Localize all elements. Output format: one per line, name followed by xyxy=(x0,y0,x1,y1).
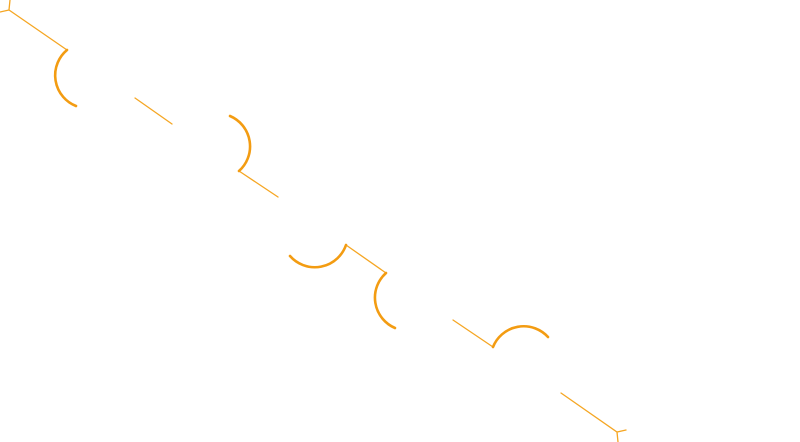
arc-segment xyxy=(288,243,348,269)
arc-segment xyxy=(53,48,78,108)
line-segment xyxy=(452,319,494,348)
arc-segments xyxy=(53,48,550,349)
arc-segment xyxy=(228,114,252,173)
arc-segment xyxy=(491,324,550,349)
line-segment xyxy=(134,97,173,125)
line-segment xyxy=(238,170,279,198)
line-segments xyxy=(0,0,627,442)
start-fork-line xyxy=(0,0,68,51)
end-fork-line xyxy=(560,392,627,442)
arc-segment xyxy=(373,271,397,330)
line-segment xyxy=(345,244,387,274)
